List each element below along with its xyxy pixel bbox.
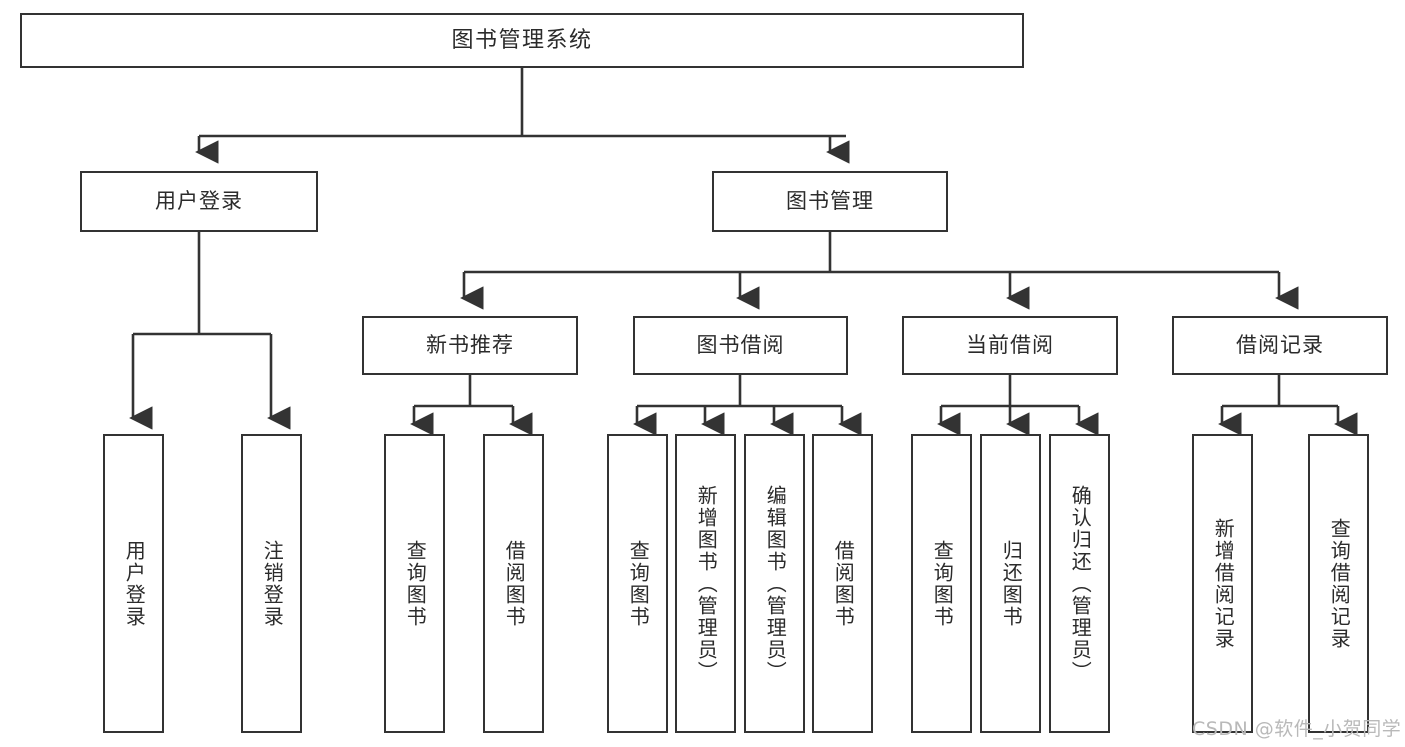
node-label: 归还图书 xyxy=(999,539,1024,628)
node-current-borrow[interactable]: 当前借阅 xyxy=(902,316,1118,375)
node-label: 查询借阅记录 xyxy=(1327,517,1352,650)
node-user-login[interactable]: 用户登录 xyxy=(80,171,318,232)
leaf-current-query-book[interactable]: 查询图书 xyxy=(911,434,972,733)
node-new-book-recommend[interactable]: 新书推荐 xyxy=(362,316,578,375)
node-label: 确认归还（管理员） xyxy=(1068,484,1093,683)
node-label: 注销登录 xyxy=(260,539,285,628)
node-label: 借阅记录 xyxy=(1236,333,1324,358)
node-label: 当前借阅 xyxy=(966,333,1054,358)
node-borrow-record[interactable]: 借阅记录 xyxy=(1172,316,1388,375)
node-label: 图书管理 xyxy=(786,189,874,214)
node-label: 查询图书 xyxy=(403,539,428,628)
node-label: 借阅图书 xyxy=(831,539,856,628)
node-label: 查询图书 xyxy=(930,539,955,628)
leaf-borrow-add-book-admin[interactable]: 新增图书（管理员） xyxy=(675,434,736,733)
leaf-borrow-query-book[interactable]: 查询图书 xyxy=(607,434,668,733)
node-label: 用户登录 xyxy=(122,539,147,628)
node-label: 编辑图书（管理员） xyxy=(763,484,788,683)
leaf-record-query-borrow-record[interactable]: 查询借阅记录 xyxy=(1308,434,1369,733)
node-label: 用户登录 xyxy=(155,189,243,214)
node-label: 查询图书 xyxy=(626,539,651,628)
leaf-user-login-signout[interactable]: 注销登录 xyxy=(241,434,302,733)
leaf-borrow-borrow-book[interactable]: 借阅图书 xyxy=(812,434,873,733)
node-root-system[interactable]: 图书管理系统 xyxy=(20,13,1024,68)
leaf-recommend-query-book[interactable]: 查询图书 xyxy=(384,434,445,733)
node-label: 新增借阅记录 xyxy=(1211,517,1236,650)
node-label: 新书推荐 xyxy=(426,333,514,358)
node-label: 借阅图书 xyxy=(502,539,527,628)
node-label: 图书借阅 xyxy=(696,333,785,358)
node-book-management[interactable]: 图书管理 xyxy=(712,171,948,232)
leaf-borrow-edit-book-admin[interactable]: 编辑图书（管理员） xyxy=(744,434,805,733)
leaf-recommend-borrow-book[interactable]: 借阅图书 xyxy=(483,434,544,733)
node-label: 图书管理系统 xyxy=(451,27,593,53)
leaf-user-login-signin[interactable]: 用户登录 xyxy=(103,434,164,733)
csdn-watermark: CSDN @软件_小贺同学 xyxy=(1192,718,1402,740)
leaf-record-add-borrow-record[interactable]: 新增借阅记录 xyxy=(1192,434,1253,733)
node-label: 新增图书（管理员） xyxy=(694,484,719,683)
leaf-current-confirm-return-admin[interactable]: 确认归还（管理员） xyxy=(1049,434,1110,733)
node-book-borrow[interactable]: 图书借阅 xyxy=(633,316,848,375)
leaf-current-return-book[interactable]: 归还图书 xyxy=(980,434,1041,733)
